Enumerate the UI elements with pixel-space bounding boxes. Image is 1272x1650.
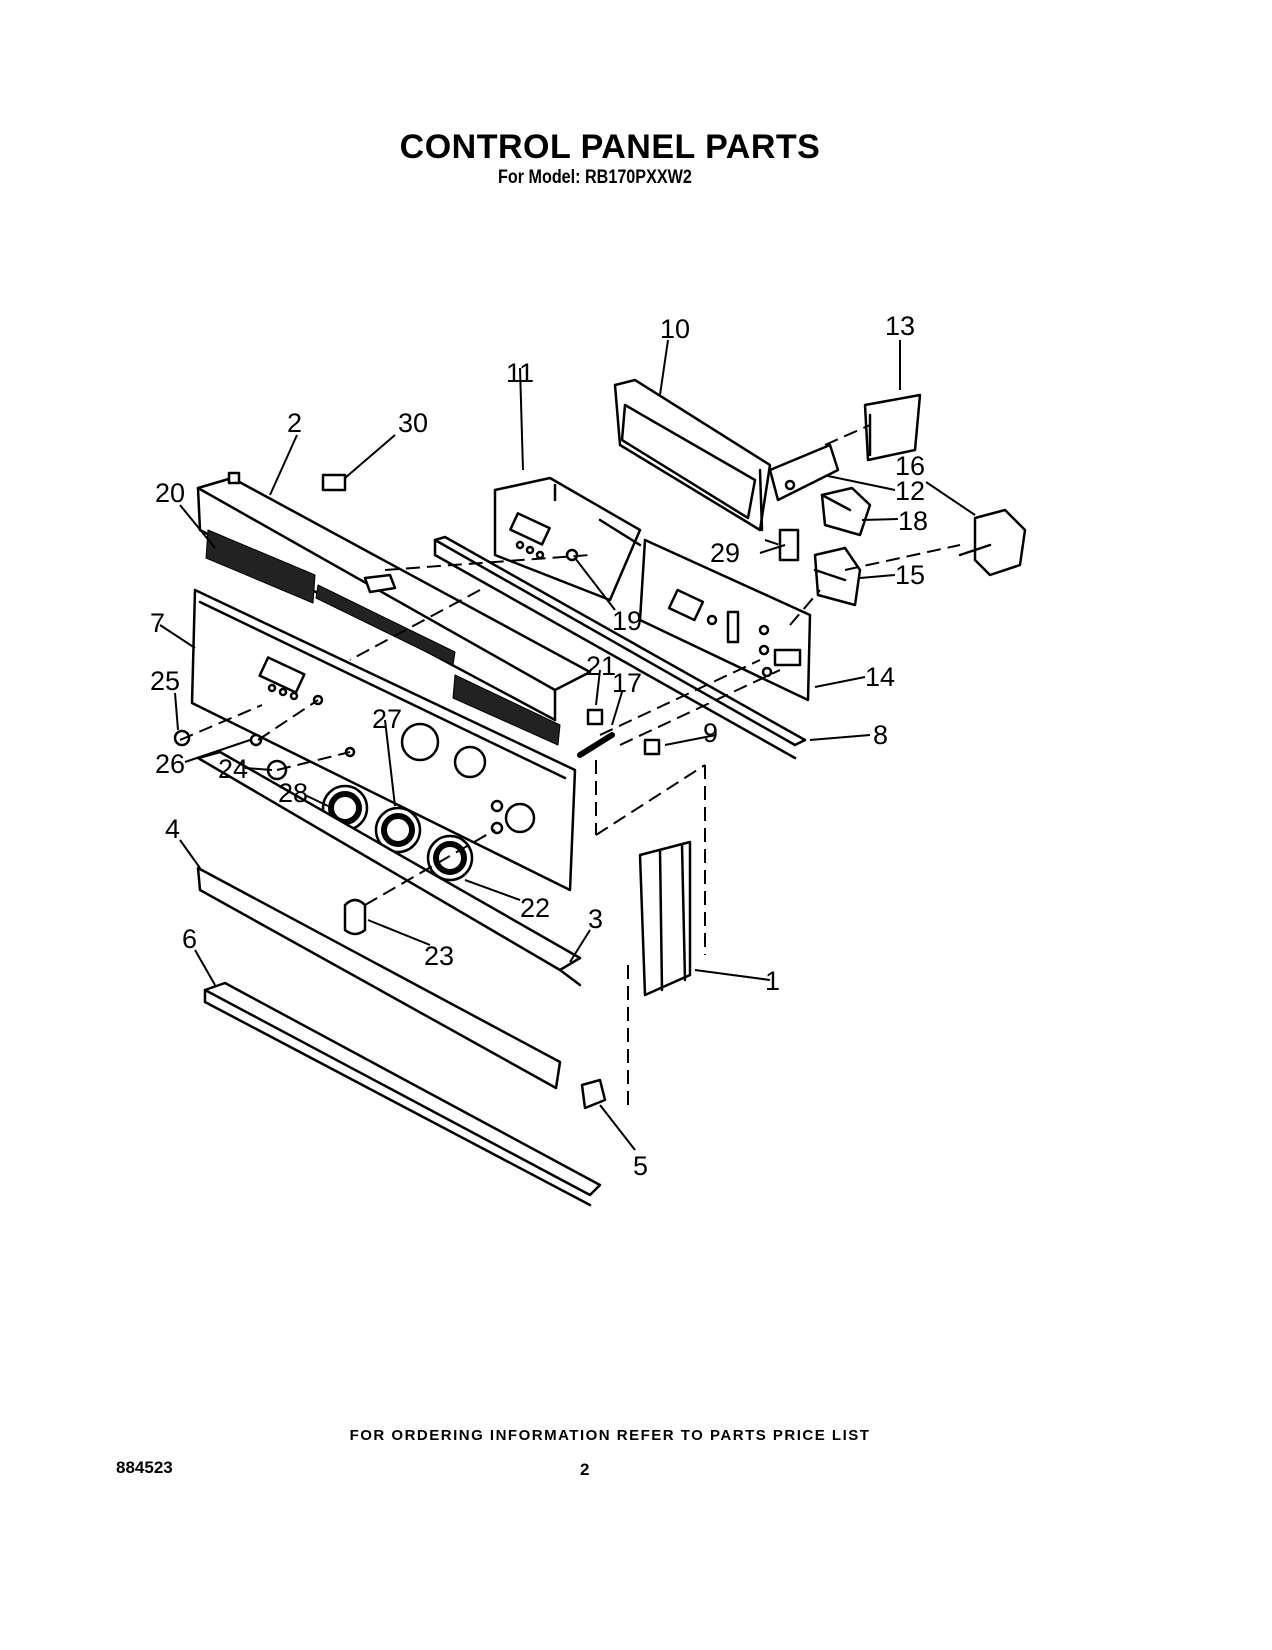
callout-22: 22 [520,893,550,923]
part-17-shaft [577,732,615,758]
part-9-clip [643,738,661,756]
part-1-side-bracket [638,840,692,997]
knob-22 [426,834,474,882]
callout-10: 10 [660,314,690,344]
part-11-display-module [493,476,642,602]
part-3-trim [196,750,582,987]
part-10-window-frame [613,378,772,532]
callout-21: 21 [586,651,616,681]
part-25-screw [173,729,191,747]
callout-25: 25 [150,666,180,696]
callout-29: 29 [710,538,740,568]
callout-7: 7 [150,608,165,638]
part-20-vent-strips [205,529,561,746]
callout-27: 27 [372,704,402,734]
callout-19: 19 [612,606,642,636]
part-5-clip [580,1078,607,1110]
part-4-lower-trim [196,866,562,1090]
part-12-bracket [768,443,840,502]
ordering-note: FOR ORDERING INFORMATION REFER TO PARTS … [349,1427,871,1444]
callout-4: 4 [165,814,180,844]
callout-2: 2 [287,408,302,438]
part-26-spacer [249,733,263,747]
knob-27 [374,806,422,854]
part-13-cover [863,393,922,462]
callout-9: 9 [703,718,718,748]
assembly-dashed-lines [179,424,961,1105]
callout-24: 24 [218,754,248,784]
callout-leaders [159,339,976,1151]
callout-17: 17 [612,668,642,698]
callout-26: 26 [155,749,185,779]
callout-18: 18 [898,506,928,536]
part-15-switch [813,546,862,607]
callout-13: 13 [885,311,915,341]
callout-5: 5 [633,1151,648,1181]
callout-3: 3 [588,904,603,934]
part-21-clip [586,708,604,726]
document-number: 884523 [116,1458,173,1477]
callout-15: 15 [895,560,925,590]
part-8-rail [433,535,807,760]
callout-16: 16 [895,451,925,481]
callout-11: 11 [506,358,534,388]
part-16-thermostat [958,508,1027,577]
callout-8: 8 [873,720,888,750]
page-number: 2 [580,1460,590,1479]
callout-28: 28 [278,778,308,808]
callout-labels: 1 2 3 4 5 6 7 8 9 10 11 12 13 14 15 16 1… [150,311,928,1181]
part-30-clip [321,473,347,492]
part-14-control-board [638,538,812,702]
callout-30: 30 [398,408,428,438]
callout-6: 6 [182,924,197,954]
callout-12: 12 [895,476,925,506]
part-23-knob [343,898,367,936]
model-line: For Model: RB170PXXW2 [498,167,692,188]
part-29-clip [778,528,800,562]
part-2-panel-housing [196,471,592,722]
callout-14: 14 [865,662,895,692]
part-7-front-overlay [190,588,577,892]
callout-23: 23 [424,941,454,971]
part-6-bottom-strip [203,981,602,1207]
callout-1: 1 [765,966,780,996]
page-title: CONTROL PANEL PARTS [399,128,821,166]
callout-20: 20 [155,478,185,508]
part-18-relay [820,486,872,537]
